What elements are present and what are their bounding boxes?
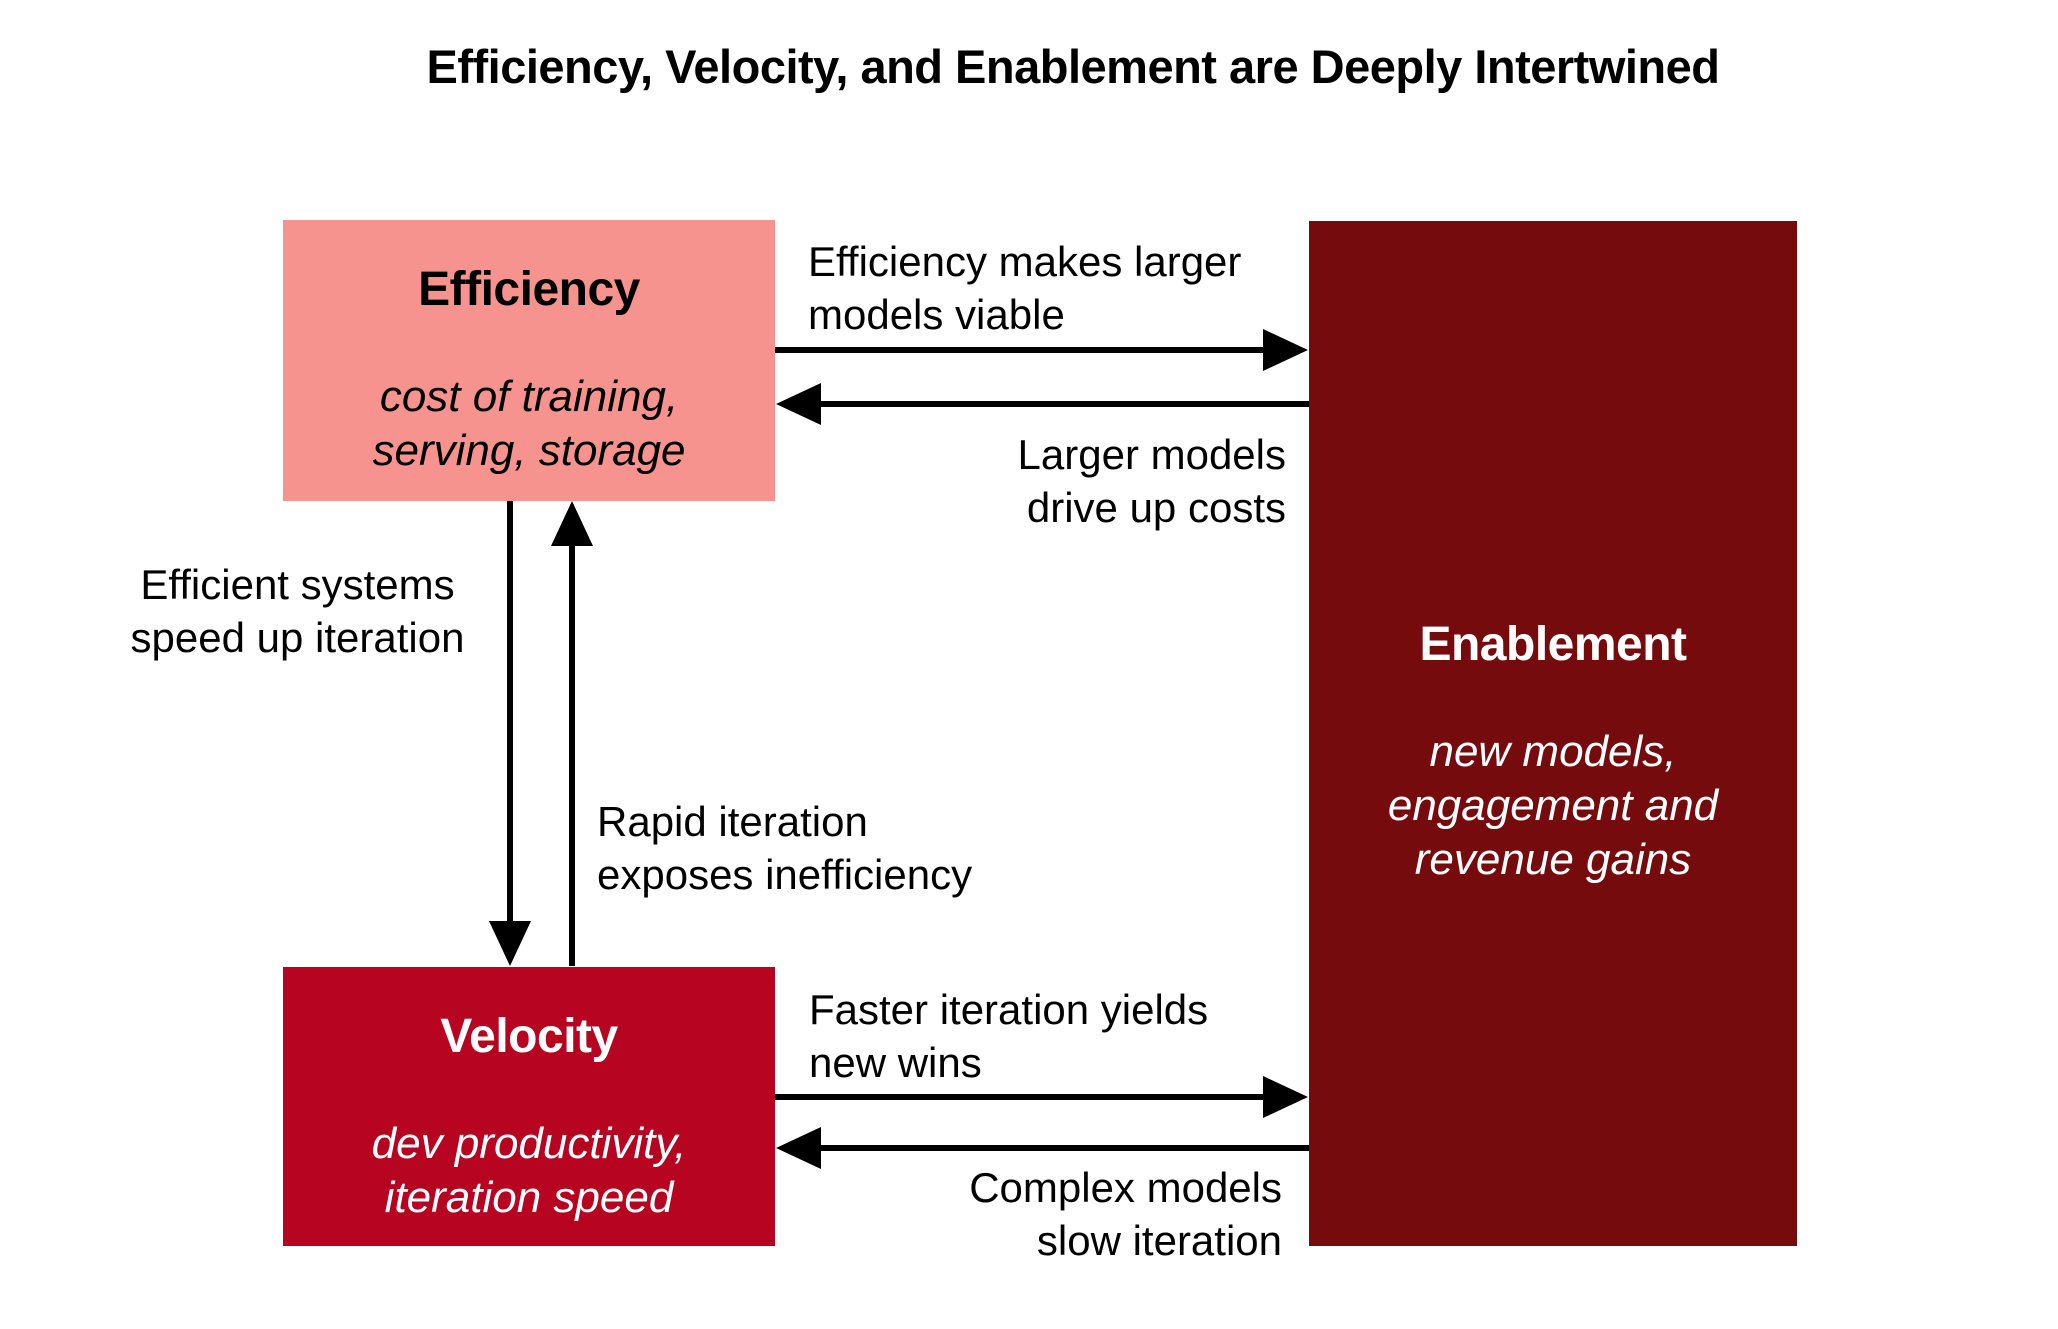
node-efficiency-label: Efficiency — [418, 263, 640, 316]
node-velocity: Velocity dev productivity, iteration spe… — [283, 967, 775, 1246]
node-velocity-label: Velocity — [440, 1010, 618, 1063]
edge-label-enablement-to-velocity: Complex models slow iteration — [969, 1164, 1282, 1264]
edge-label-velocity-to-efficiency: Rapid iteration exposes inefficiency — [597, 798, 973, 898]
node-efficiency: Efficiency cost of training, serving, st… — [283, 220, 775, 501]
diagram-title: Efficiency, Velocity, and Enablement are… — [426, 40, 1721, 93]
node-enablement-label: Enablement — [1419, 618, 1687, 671]
node-enablement-sublabel: new models, engagement and revenue gains — [1387, 727, 1719, 884]
edge-label-velocity-to-enablement: Faster iteration yields new wins — [809, 986, 1209, 1086]
arrow-enablement-to-efficiency — [776, 383, 1309, 425]
node-efficiency-sublabel: cost of training, serving, storage — [372, 372, 686, 475]
node-enablement: Enablement new models, engagement and re… — [1309, 221, 1797, 1246]
edge-label-efficiency-to-enablement: Efficiency makes larger models viable — [808, 238, 1242, 338]
node-velocity-sublabel: dev productivity, iteration speed — [371, 1119, 687, 1222]
edge-label-efficiency-to-velocity: Efficient systems speed up iteration — [130, 561, 465, 661]
arrow-velocity-to-efficiency — [551, 501, 593, 966]
edge-label-enablement-to-efficiency: Larger models drive up costs — [1017, 431, 1286, 531]
